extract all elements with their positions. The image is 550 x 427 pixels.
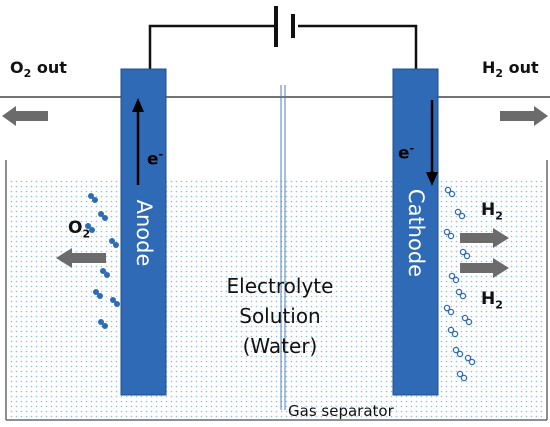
cathode-label: Cathode — [404, 188, 428, 278]
anode-electrode — [120, 68, 167, 396]
electrolyte-solution — [8, 178, 545, 418]
gas-separator-label: Gas separator — [288, 402, 394, 420]
h2-out-label: H2 out — [482, 58, 539, 81]
h2-gas-label-top: H2 — [481, 200, 503, 223]
tank-outline — [5, 160, 548, 421]
arrow-right-icon — [500, 106, 548, 126]
h2-gas-arrow-top — [460, 228, 509, 248]
o2-out-label: O2 out — [10, 58, 67, 81]
electrolyte-label-line3: (Water) — [242, 334, 318, 358]
h2-gas-arrow-bottom — [460, 258, 509, 278]
electron-flow-arrow-anode — [132, 98, 144, 185]
gas-bubble-icon — [85, 193, 120, 329]
cathode-electrode — [392, 68, 439, 396]
circuit-wire — [148, 24, 418, 69]
gas-bubble-icon — [443, 186, 476, 382]
electrolyte-label-line1: Electrolyte — [226, 274, 334, 298]
o2-gas-arrow — [56, 248, 106, 268]
electrolyte-label: Electrolyte Solution (Water) — [200, 271, 360, 361]
electron-label-anode: e- — [147, 148, 164, 170]
anode-label: Anode — [132, 199, 156, 267]
electron-flow-arrow-cathode — [426, 100, 438, 186]
electron-label-cathode: e- — [398, 142, 415, 164]
electrolyte-label-line2: Solution — [239, 304, 321, 328]
battery-icon — [274, 6, 295, 47]
h2-gas-label-bottom: H2 — [481, 289, 503, 312]
arrow-left-icon — [2, 106, 48, 126]
o2-gas-label: O2 — [68, 218, 91, 241]
gas-separator — [280, 85, 286, 410]
